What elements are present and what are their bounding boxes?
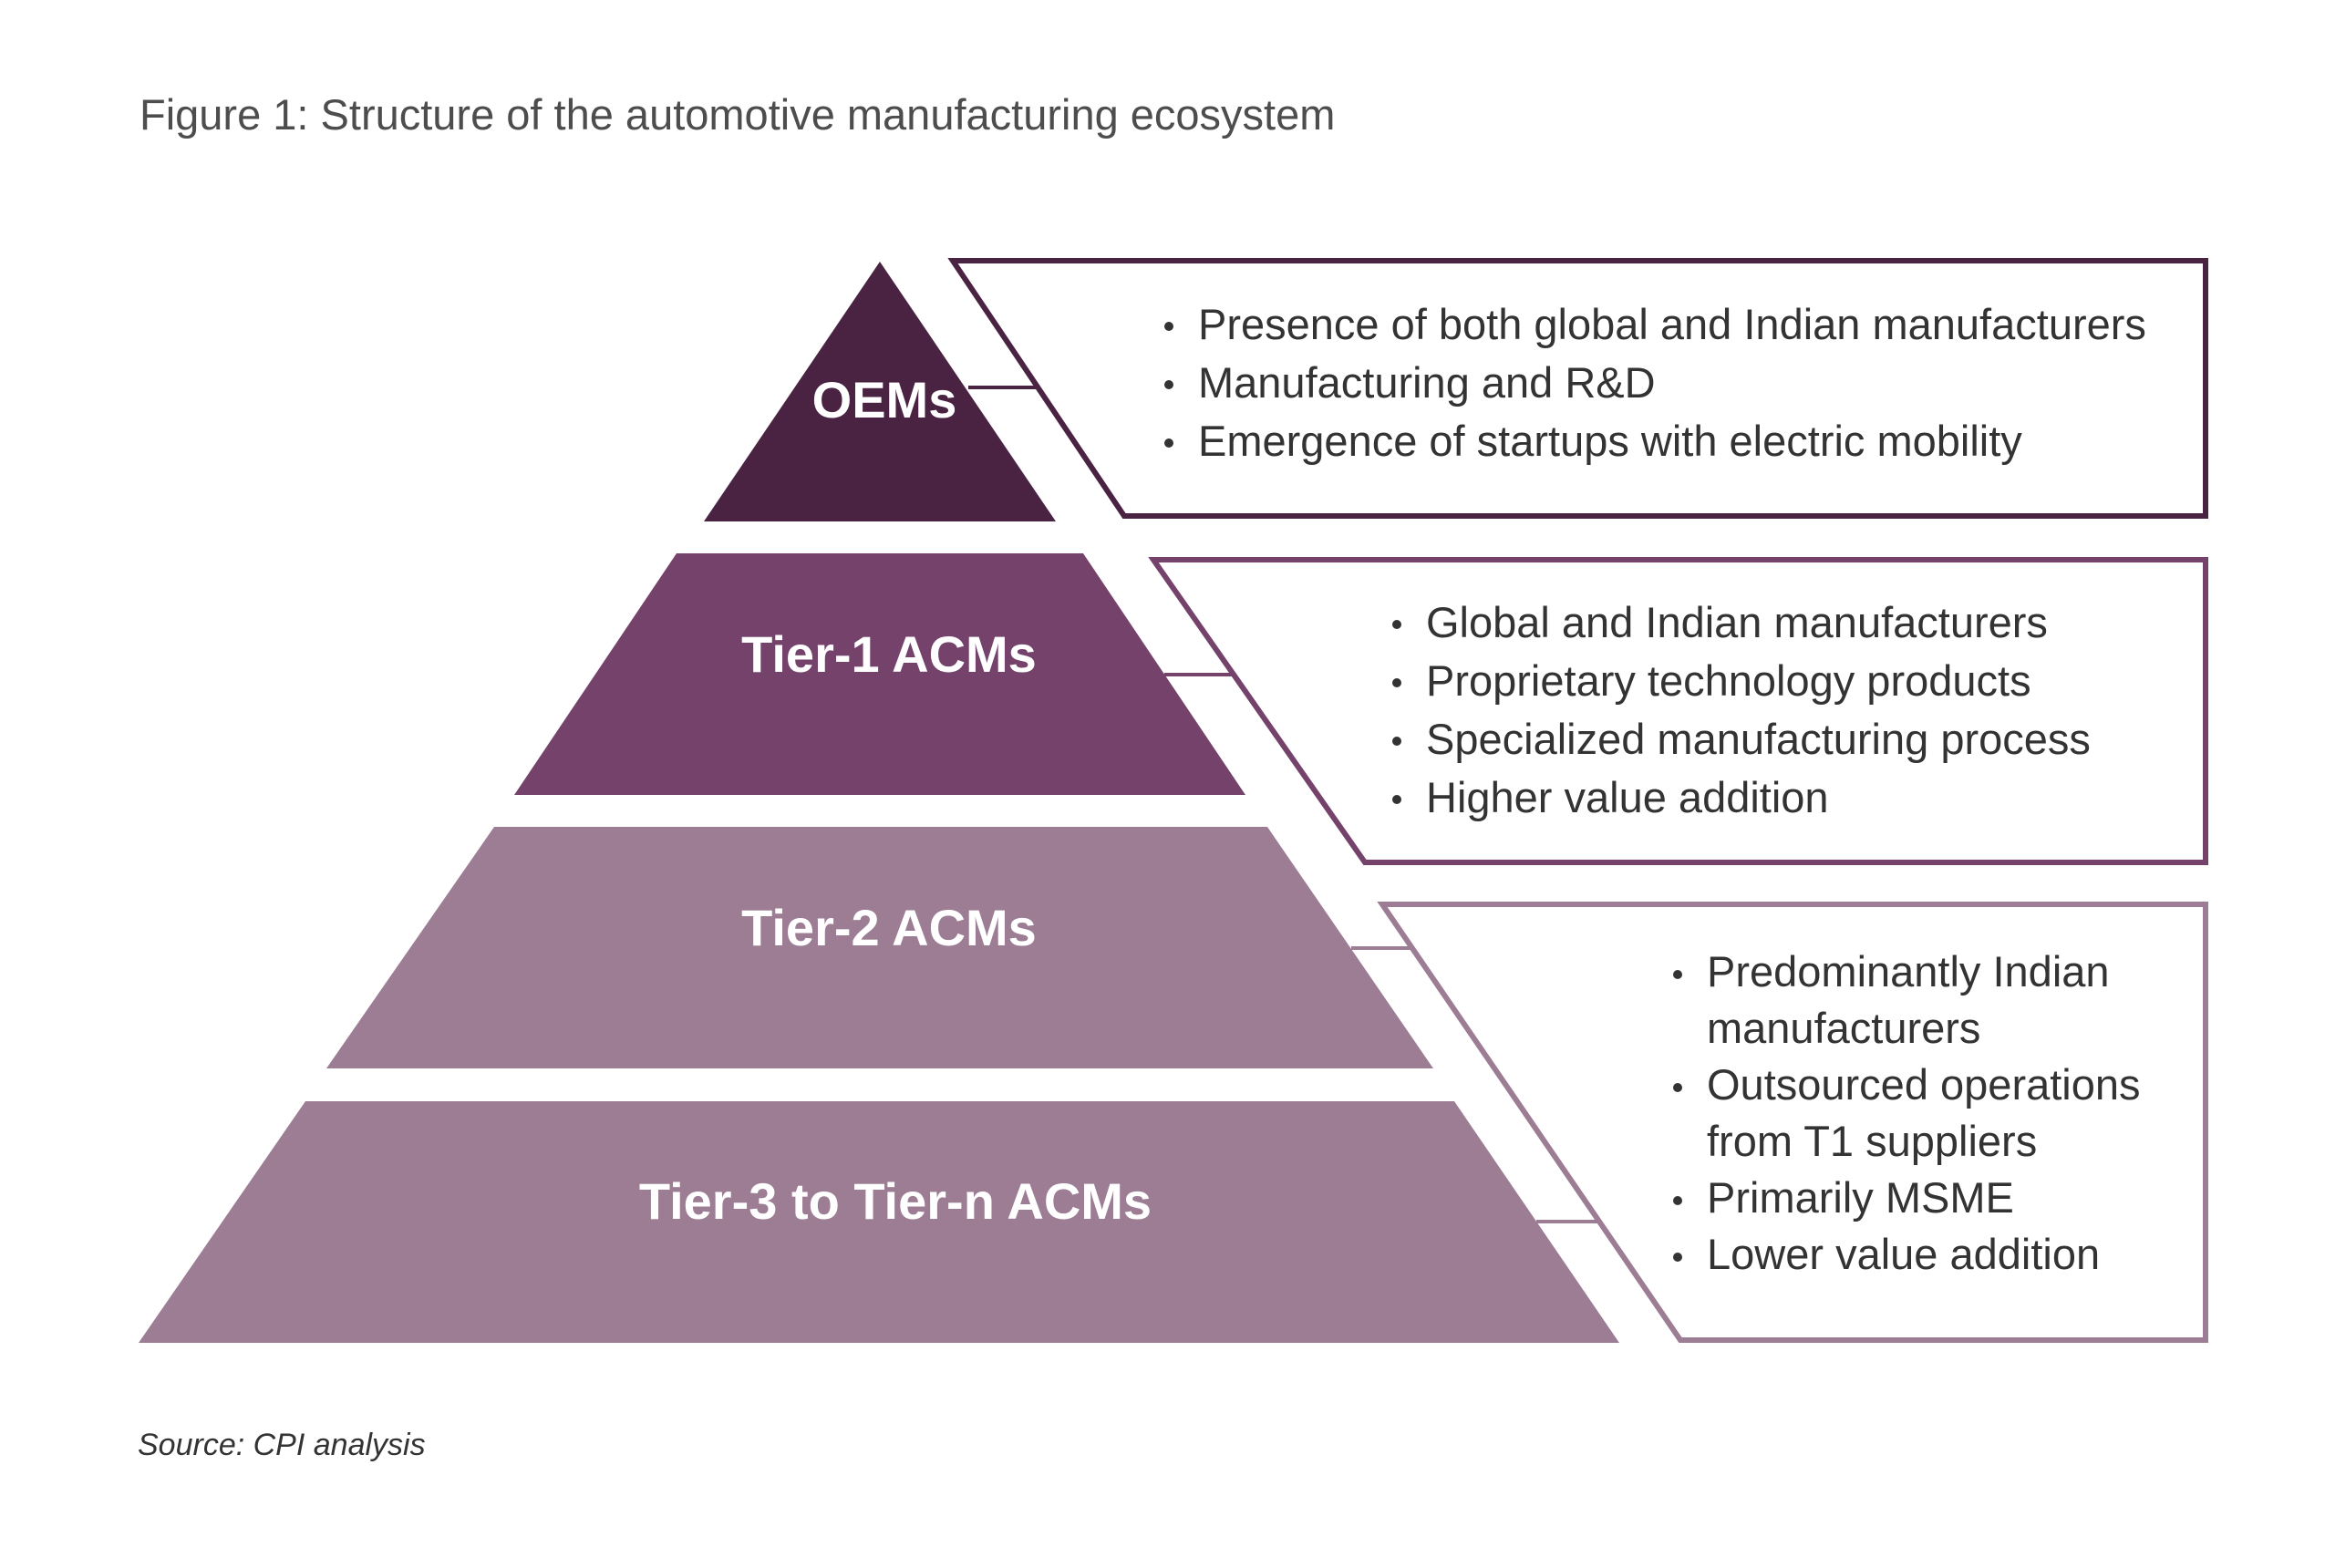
bullet-item: Specialized manufacturing process [1386,710,2091,769]
bullet-item: Primarily MSME [1667,1170,2177,1226]
bullet-item: Proprietary technology products [1386,652,2091,710]
tier-label-oem: OEMs [812,371,957,428]
figure-title: Figure 1: Structure of the automotive ma… [140,90,1336,139]
bullet-item: Global and Indian manufacturers [1386,593,2091,652]
bullet-item: Presence of both global and Indian manuf… [1158,295,2146,354]
tier-label-2: Tier-2 ACMs [741,899,1037,956]
bullet-item: Predominantly Indian manufacturers [1667,944,2177,1057]
bullet-list-tier-2: Predominantly Indian manufacturers Outso… [1667,944,2177,1283]
source-note: Source: CPI analysis [138,1428,426,1462]
description-box-tier-1 [1148,557,2208,865]
tier-label-3: Tier-3 to Tier-n ACMs [639,1172,1152,1230]
pyramid-tier-3 [139,1101,1619,1343]
tier-label-1: Tier-1 ACMs [741,625,1037,683]
bullet-item: Emergence of startups with electric mobi… [1158,412,2146,470]
pyramid-tier-oem [704,262,1056,521]
bullet-item: Higher value addition [1386,769,2091,827]
description-box-oem [947,258,2208,519]
description-box-tier-2 [1377,902,2208,1343]
bullet-item: Outsourced operations from T1 suppliers [1667,1057,2177,1170]
pyramid-tier-2 [326,827,1433,1068]
bullet-item: Lower value addition [1667,1226,2177,1283]
bullet-item: Manufacturing and R&D [1158,354,2146,412]
pyramid-tier-1 [514,553,1245,795]
bullet-list-oem: Presence of both global and Indian manuf… [1158,295,2146,470]
bullet-list-tier-1: Global and Indian manufacturers Propriet… [1386,593,2091,827]
